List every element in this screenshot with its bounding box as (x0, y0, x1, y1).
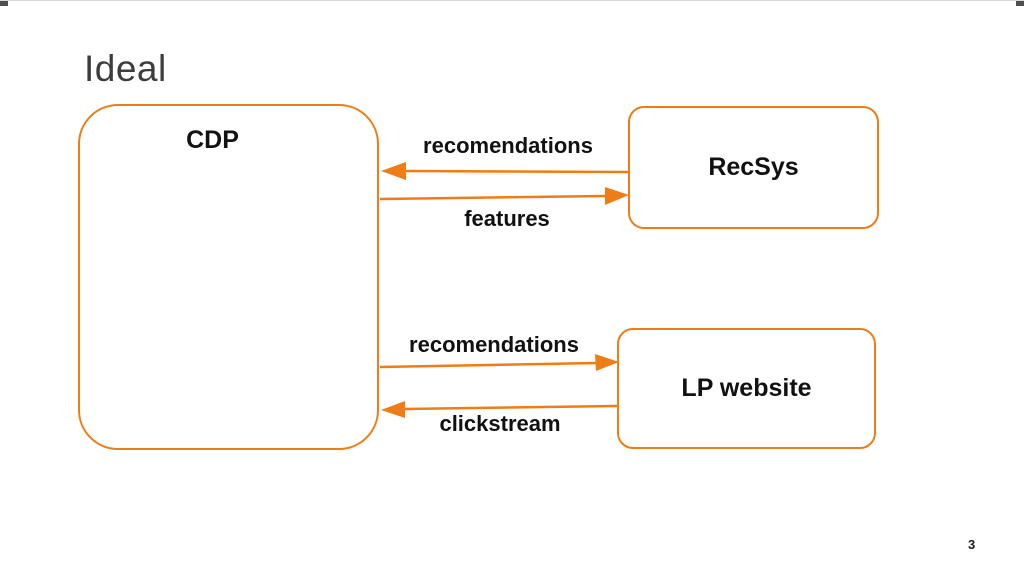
node-cdp: CDP (78, 104, 379, 450)
node-cdp-label: CDP (186, 126, 239, 154)
edge-label-recomendations-top: recomendations (423, 133, 593, 158)
node-recsys: RecSys (628, 106, 879, 229)
edge-label-features: features (464, 206, 550, 231)
arrow-recsys-to-cdp (381, 162, 631, 180)
edge-label-recomendations-bottom: recomendations (409, 332, 579, 357)
node-lp-website-label: LP website (681, 374, 812, 402)
viewer-corner-mark-right (1016, 1, 1024, 6)
node-recsys-label: RecSys (708, 153, 799, 181)
viewer-corner-mark-left (0, 1, 8, 6)
arrow-cdp-to-recsys (379, 187, 629, 205)
node-lp-website: LP website (617, 328, 876, 449)
slide-title: Ideal (84, 48, 167, 89)
edge-label-clickstream: clickstream (439, 411, 561, 436)
slide-page-number: 3 (968, 537, 976, 552)
